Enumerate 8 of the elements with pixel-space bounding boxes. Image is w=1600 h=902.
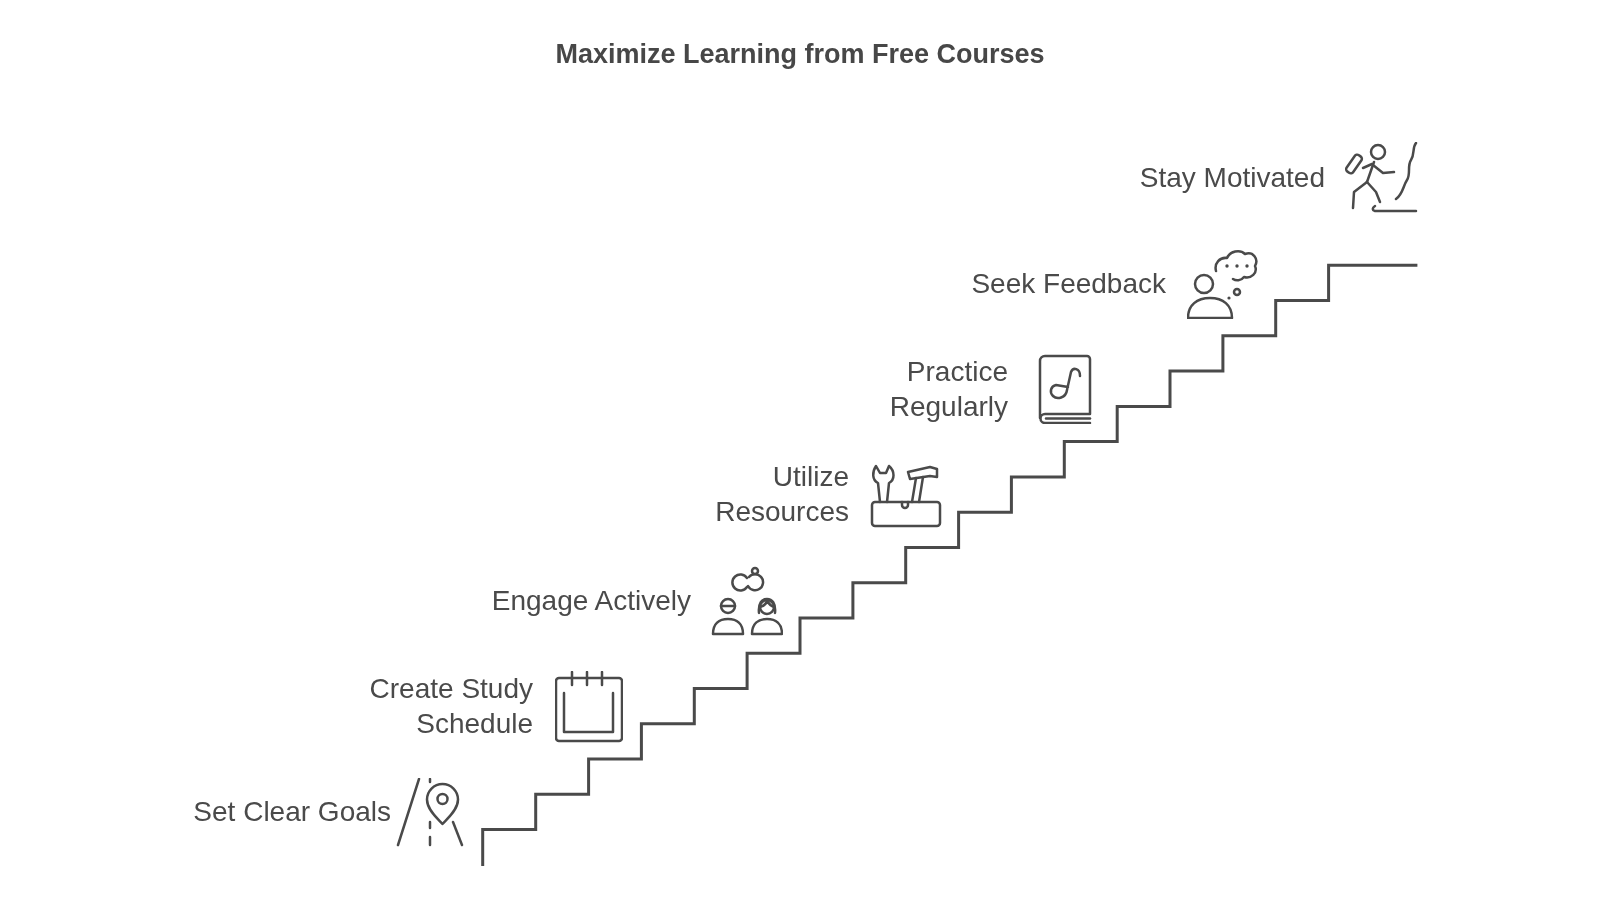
- step-label: Engage Actively: [491, 583, 691, 618]
- step-label: Practice Regularly: [888, 355, 1008, 424]
- step-label: Create Study Schedule: [368, 672, 533, 741]
- step-label: Set Clear Goals: [193, 794, 391, 829]
- step-label: Stay Motivated: [1139, 160, 1325, 195]
- step-label: Seek Feedback: [971, 266, 1166, 301]
- diagram-title: Maximize Learning from Free Courses: [555, 38, 1045, 70]
- step-label: Utilize Resources: [714, 460, 849, 529]
